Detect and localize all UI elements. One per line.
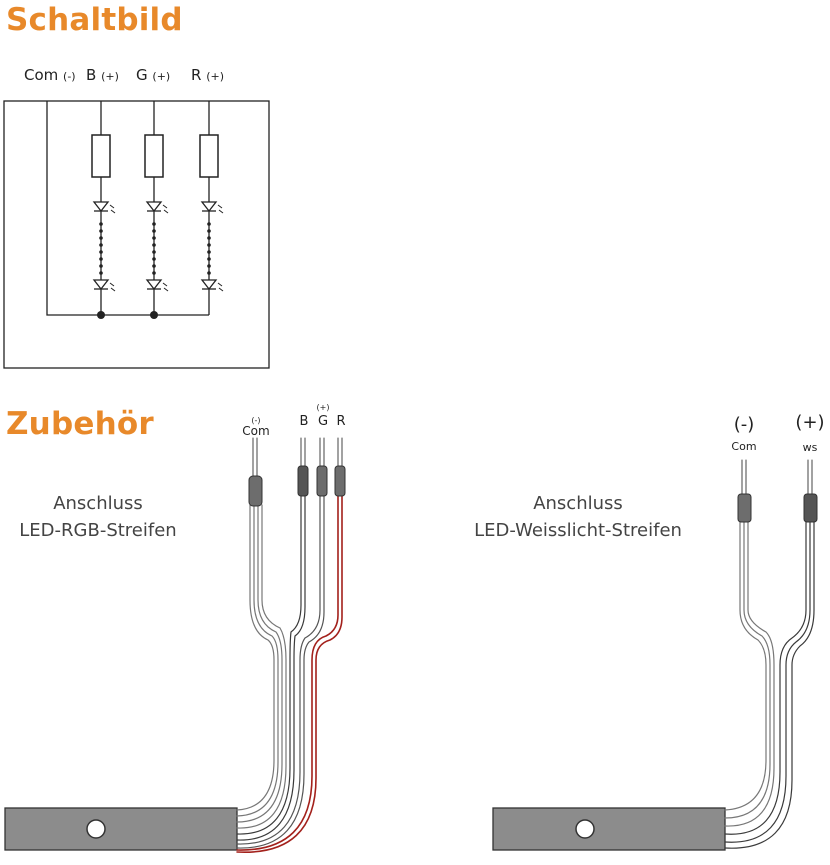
resistor-r: [199, 134, 219, 178]
led-g-top: [146, 201, 169, 214]
led-r-top: [201, 201, 224, 214]
white-ws-label: ws: [802, 441, 818, 454]
led-g-bottom: [146, 279, 169, 292]
accessories-title: Zubehör: [6, 406, 154, 442]
white-connector-title: Anschluss LED-Weisslicht-Streifen: [458, 490, 698, 544]
rgb-connector: [4, 437, 346, 853]
rgb-com-plug: [248, 437, 263, 507]
rgb-b-label: B: [299, 414, 309, 429]
white-com-plug: [737, 459, 752, 523]
white-title-line1: Anschluss: [533, 493, 623, 514]
rgb-r-plug: [334, 437, 346, 497]
led-r-bottom: [201, 279, 224, 292]
led-b-bottom: [93, 279, 116, 292]
rgb-led-strip: [4, 807, 238, 851]
terminal-b-sign: (+): [101, 70, 119, 83]
terminal-com-sign: (-): [63, 70, 76, 83]
resistor-b: [91, 134, 111, 178]
schematic-title: Schaltbild: [6, 2, 183, 38]
rgb-com-sign: (-): [251, 416, 261, 425]
terminal-b-name: B: [86, 66, 97, 84]
white-minus-sign: (-): [733, 414, 755, 435]
rgb-title-line2: LED-RGB-Streifen: [19, 520, 177, 541]
channel-g: [144, 101, 169, 319]
terminal-b-label: B (+): [86, 66, 119, 84]
white-com-label: Com: [731, 440, 757, 453]
rgb-title-line1: Anschluss: [53, 493, 143, 514]
white-connector: [492, 459, 818, 851]
white-ws-plug: [803, 459, 818, 523]
terminal-com-label: Com (-): [24, 66, 76, 84]
white-strip-hole: [575, 819, 595, 839]
rgb-plus-sign: (+): [316, 403, 330, 412]
white-title-line2: LED-Weisslicht-Streifen: [474, 520, 682, 541]
white-led-strip: [492, 807, 726, 851]
rgb-g-label: G: [317, 414, 329, 429]
terminal-r-label: R (+): [191, 66, 224, 84]
rgb-r-label: R: [336, 414, 346, 429]
terminal-g-label: G (+): [136, 66, 170, 84]
channel-r: [199, 101, 224, 315]
rgb-b-plug: [297, 437, 309, 497]
com-line: [46, 101, 209, 316]
terminal-com-name: Com: [24, 66, 59, 84]
resistor-g: [144, 134, 164, 178]
white-plus-sign: (+): [795, 412, 825, 433]
terminal-r-name: R: [191, 66, 202, 84]
schematic-frame: [3, 100, 270, 369]
terminal-g-name: G: [136, 66, 148, 84]
rgb-com-label: Com: [242, 424, 270, 438]
terminal-g-sign: (+): [152, 70, 171, 83]
rgb-connector-title: Anschluss LED-RGB-Streifen: [8, 490, 188, 544]
rgb-g-plug: [316, 437, 328, 497]
led-b-top: [93, 201, 116, 214]
terminal-r-sign: (+): [206, 70, 225, 83]
channel-b: [91, 101, 116, 319]
rgb-strip-hole: [86, 819, 106, 839]
